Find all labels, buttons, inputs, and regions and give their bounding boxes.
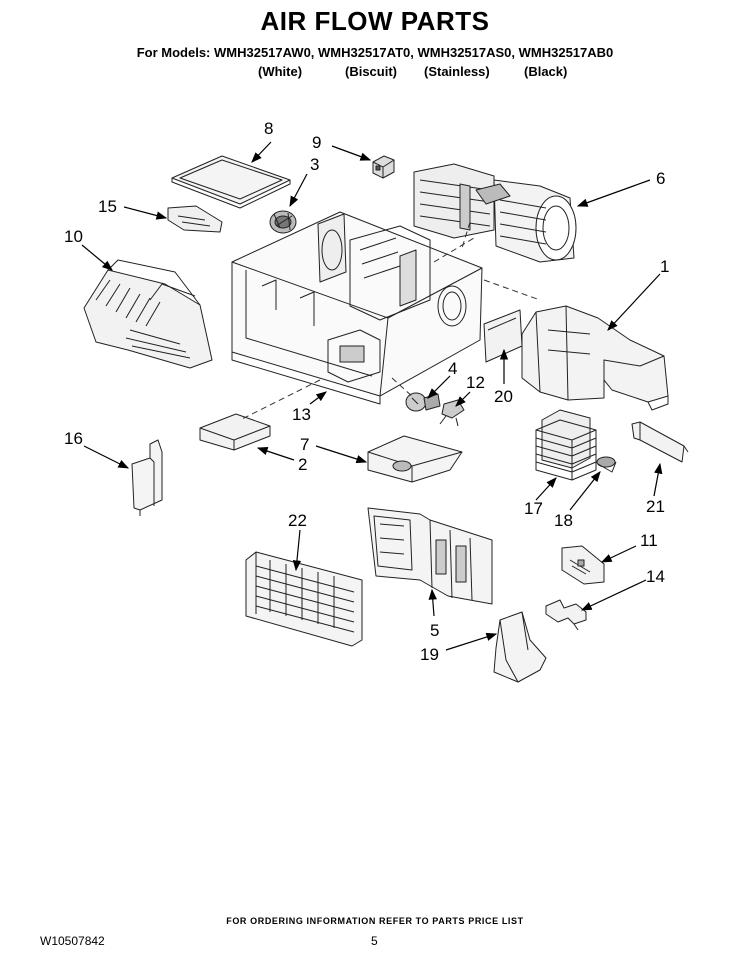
leader-3 (289, 173, 308, 208)
leader-7 (315, 445, 368, 464)
callout-12: 12 (466, 373, 485, 392)
callout-8: 8 (264, 119, 273, 138)
callout-17: 17 (524, 499, 543, 518)
callout-14: 14 (646, 567, 665, 586)
leader-8 (251, 141, 272, 163)
leader-5 (428, 588, 437, 617)
color-label-stainless: (Stainless) (424, 64, 490, 79)
part-7-plate (367, 435, 463, 483)
part-22-grille (245, 551, 363, 647)
part-2-cover (199, 413, 271, 451)
leader-19 (445, 632, 498, 651)
part-10-louver (83, 259, 213, 369)
leader-14 (580, 579, 647, 611)
callout-1: 1 (660, 257, 669, 276)
part-3-thermostat (269, 210, 297, 234)
leader-6 (576, 179, 651, 207)
part-4-lamp (405, 392, 441, 412)
callout-5: 5 (430, 621, 439, 640)
callout-21: 21 (646, 497, 665, 516)
leader-13 (309, 391, 327, 405)
document-number: W10507842 (40, 934, 105, 948)
part-19-guide (493, 611, 547, 683)
leader-4 (427, 375, 451, 399)
leader-18 (569, 471, 601, 511)
leader-15 (123, 206, 168, 220)
part-17-transformer (535, 409, 597, 481)
callout-20: 20 (494, 387, 513, 406)
part-18-fuse (596, 456, 617, 473)
part-12-socket (439, 399, 465, 427)
part-9-connector (372, 155, 395, 179)
part-13-base-frame (231, 211, 483, 405)
color-label-white: (White) (258, 64, 303, 79)
callout-18: 18 (554, 511, 573, 530)
page-number: 5 (371, 934, 378, 948)
callout-11: 11 (640, 531, 658, 550)
leader-11 (600, 545, 637, 563)
leader-21 (653, 462, 663, 497)
leader-10 (81, 244, 113, 271)
part-1-air-duct (521, 305, 669, 411)
callout-2: 2 (298, 455, 307, 474)
leader-22 (292, 529, 302, 572)
page-title: AIR FLOW PARTS (260, 6, 490, 36)
leader-2 (256, 447, 295, 461)
leader-16 (83, 445, 130, 469)
callout-15: 15 (98, 197, 117, 216)
color-label-biscuit: (Biscuit) (345, 64, 397, 79)
callout-9: 9 (312, 133, 321, 152)
part-14-bracket (545, 599, 587, 631)
part-6-blower (413, 163, 577, 263)
callout-6: 6 (656, 169, 665, 188)
part-21-bracket (631, 421, 689, 463)
leader-12 (455, 391, 471, 407)
callout-10: 10 (64, 227, 83, 246)
callout-4: 4 (448, 359, 457, 378)
callout-16: 16 (64, 429, 83, 448)
callout-22: 22 (288, 511, 307, 530)
callout-7: 7 (300, 435, 309, 454)
leader-1 (607, 273, 661, 331)
part-11-label (561, 545, 605, 585)
leader-9 (331, 145, 372, 161)
part-5-vent (367, 507, 493, 605)
model-list: For Models: WMH32517AW0, WMH32517AT0, WM… (136, 45, 614, 60)
callout-19: 19 (420, 645, 439, 664)
part-15-plate (167, 205, 223, 233)
callout-13: 13 (292, 405, 311, 424)
callout-3: 3 (310, 155, 319, 174)
color-label-black: (Black) (524, 64, 568, 79)
leader-17 (535, 477, 557, 501)
part-20-plate (483, 309, 523, 363)
part-8-filter (171, 155, 291, 209)
ordering-note: FOR ORDERING INFORMATION REFER TO PARTS … (226, 916, 524, 926)
part-16-panel (131, 439, 163, 516)
